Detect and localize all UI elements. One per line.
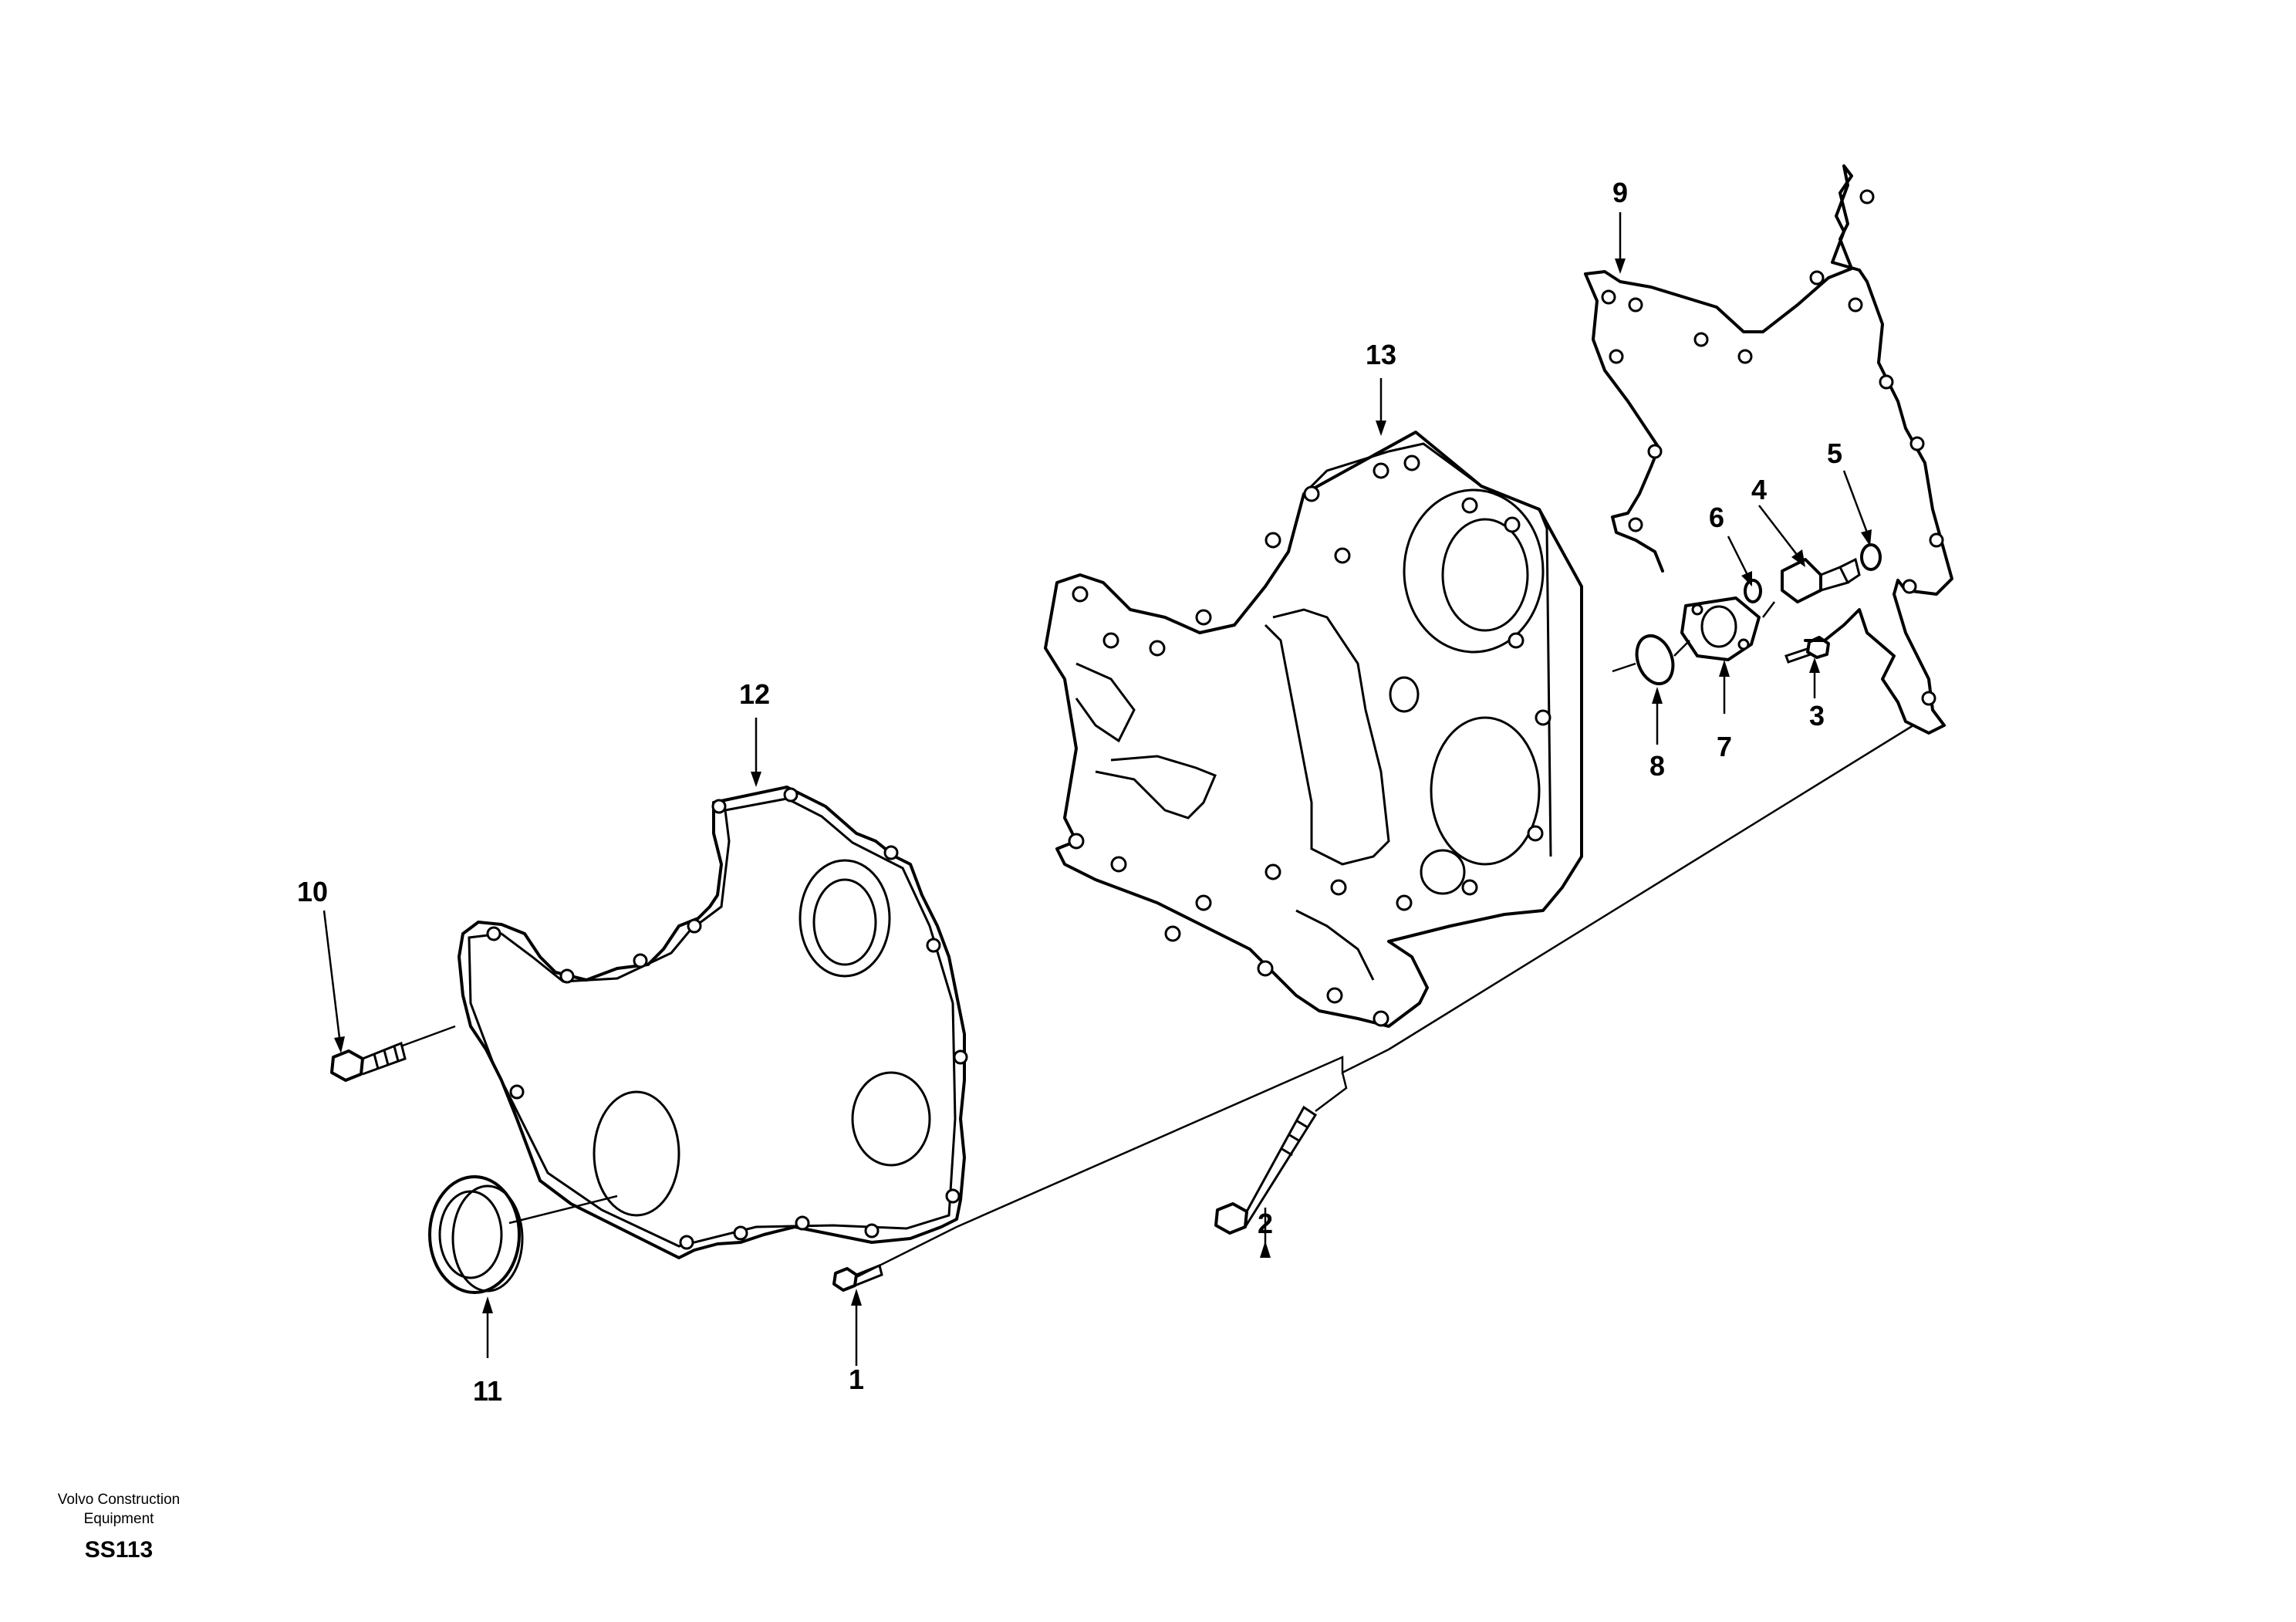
front-cover-part-12 bbox=[458, 786, 968, 1259]
brand-name-line1: Volvo Construction bbox=[57, 1492, 181, 1508]
callout-labels: 1 2 3 4 5 6 7 8 9 10 11 12 13 bbox=[297, 177, 1842, 1407]
callout-7: 7 bbox=[1717, 731, 1732, 762]
callout-6: 6 bbox=[1709, 502, 1724, 533]
callout-2: 2 bbox=[1258, 1208, 1273, 1239]
callout-3: 3 bbox=[1809, 700, 1825, 732]
callout-1: 1 bbox=[849, 1363, 864, 1395]
part-4-valve bbox=[1781, 557, 1861, 603]
callout-10: 10 bbox=[297, 876, 328, 907]
part-7-flange bbox=[1680, 596, 1761, 661]
bolt-part-1 bbox=[832, 1263, 883, 1292]
part-8-oring bbox=[1635, 634, 1675, 685]
alignment-lines bbox=[402, 601, 1914, 1279]
part-3-screw bbox=[1784, 636, 1830, 664]
seal-part-11 bbox=[428, 1175, 524, 1294]
callout-8: 8 bbox=[1649, 750, 1665, 782]
callout-9: 9 bbox=[1612, 177, 1628, 208]
callout-11: 11 bbox=[473, 1375, 502, 1407]
callout-13: 13 bbox=[1366, 339, 1396, 370]
part-6-oring bbox=[1744, 579, 1762, 603]
callout-5: 5 bbox=[1827, 438, 1842, 469]
callout-12: 12 bbox=[739, 678, 770, 710]
gasket-part-9 bbox=[1584, 164, 1953, 735]
callout-4: 4 bbox=[1751, 474, 1767, 505]
callout-leaders bbox=[322, 212, 1872, 1366]
diagram-code: SS113 bbox=[84, 1537, 154, 1563]
bolt-part-10 bbox=[330, 1041, 407, 1082]
housing-part-13 bbox=[1044, 431, 1583, 1028]
bolt-part-2 bbox=[1214, 1105, 1318, 1235]
part-5-ring bbox=[1860, 543, 1882, 571]
brand-name-line2: Equipment bbox=[83, 1511, 154, 1527]
